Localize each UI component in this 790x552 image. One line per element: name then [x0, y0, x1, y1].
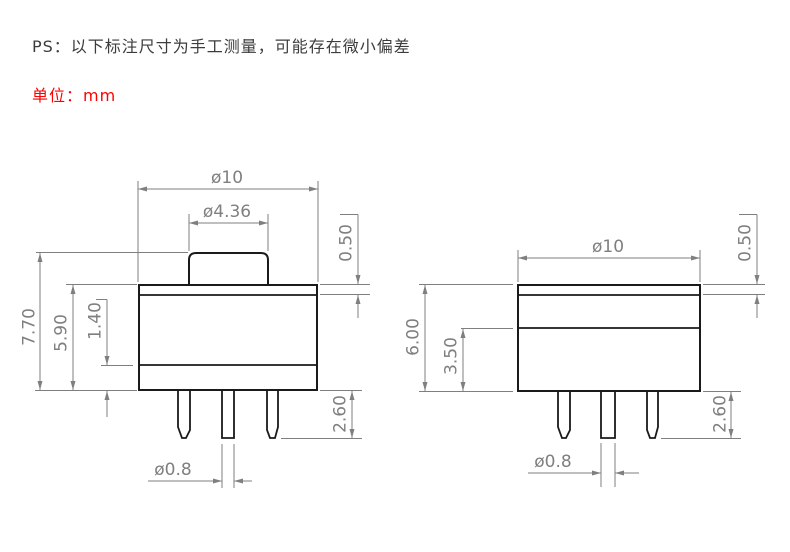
left-dim-label-width: ø10 — [210, 168, 244, 188]
right-dim-label-pin-length: 2.60 — [710, 395, 731, 433]
right-dim-label-lower-section: 3.50 — [441, 337, 462, 375]
left-view-pin-right — [266, 391, 279, 439]
right-dim-label-pin-diameter: ø0.8 — [534, 452, 572, 472]
left-view-part-outline — [138, 252, 318, 439]
dim-left-lower-section — [96, 299, 133, 417]
right-dim-label-body-height: 6.00 — [403, 318, 424, 356]
dim-right-lower-section — [460, 328, 513, 391]
right-view-pin-left — [557, 392, 571, 439]
dim-left-flange-thickness — [320, 214, 370, 318]
dim-right-body-height — [419, 284, 513, 392]
left-view-button — [188, 252, 269, 285]
dim-left-body-height — [66, 284, 137, 390]
left-dim-label-total-height: 7.70 — [19, 308, 40, 346]
unit-label-text: 单位：mm — [32, 86, 117, 105]
right-view-dimensions — [419, 214, 765, 487]
dim-left-width-10 — [137, 181, 319, 282]
dim-right-flange-thickness — [703, 214, 765, 318]
left-view-body — [138, 284, 318, 391]
right-dim-label-flange: 0.50 — [735, 224, 756, 262]
dim-left-button-width — [188, 214, 269, 251]
dim-left-pin-length — [281, 390, 362, 439]
left-dim-label-flange: 0.50 — [336, 224, 357, 262]
left-dim-label-button-width: ø4.36 — [202, 202, 252, 222]
left-dim-label-body-height: 5.90 — [51, 314, 72, 352]
right-view-body — [517, 284, 701, 392]
left-view-dimensions — [35, 181, 370, 488]
dim-right-pin-diameter — [528, 443, 639, 487]
measurement-note-text: PS：以下标注尺寸为手工测量，可能存在微小偏差 — [32, 37, 411, 56]
left-dim-label-lower-section: 1.40 — [85, 302, 106, 340]
left-dim-label-pin-length: 2.60 — [330, 395, 351, 433]
right-dim-label-width: ø10 — [591, 237, 625, 257]
right-view-part-outline — [517, 284, 701, 439]
left-view-pin-left — [177, 391, 191, 439]
right-view-pin-middle — [600, 392, 616, 439]
dim-right-pin-length — [661, 391, 741, 439]
dim-left-total-height — [35, 252, 188, 391]
left-dim-label-pin-diameter: ø0.8 — [154, 460, 192, 480]
right-view-pin-right — [646, 392, 659, 439]
left-view-pin-middle — [221, 391, 235, 439]
dim-left-pin-diameter — [148, 444, 252, 488]
dim-right-width-10 — [517, 250, 701, 282]
